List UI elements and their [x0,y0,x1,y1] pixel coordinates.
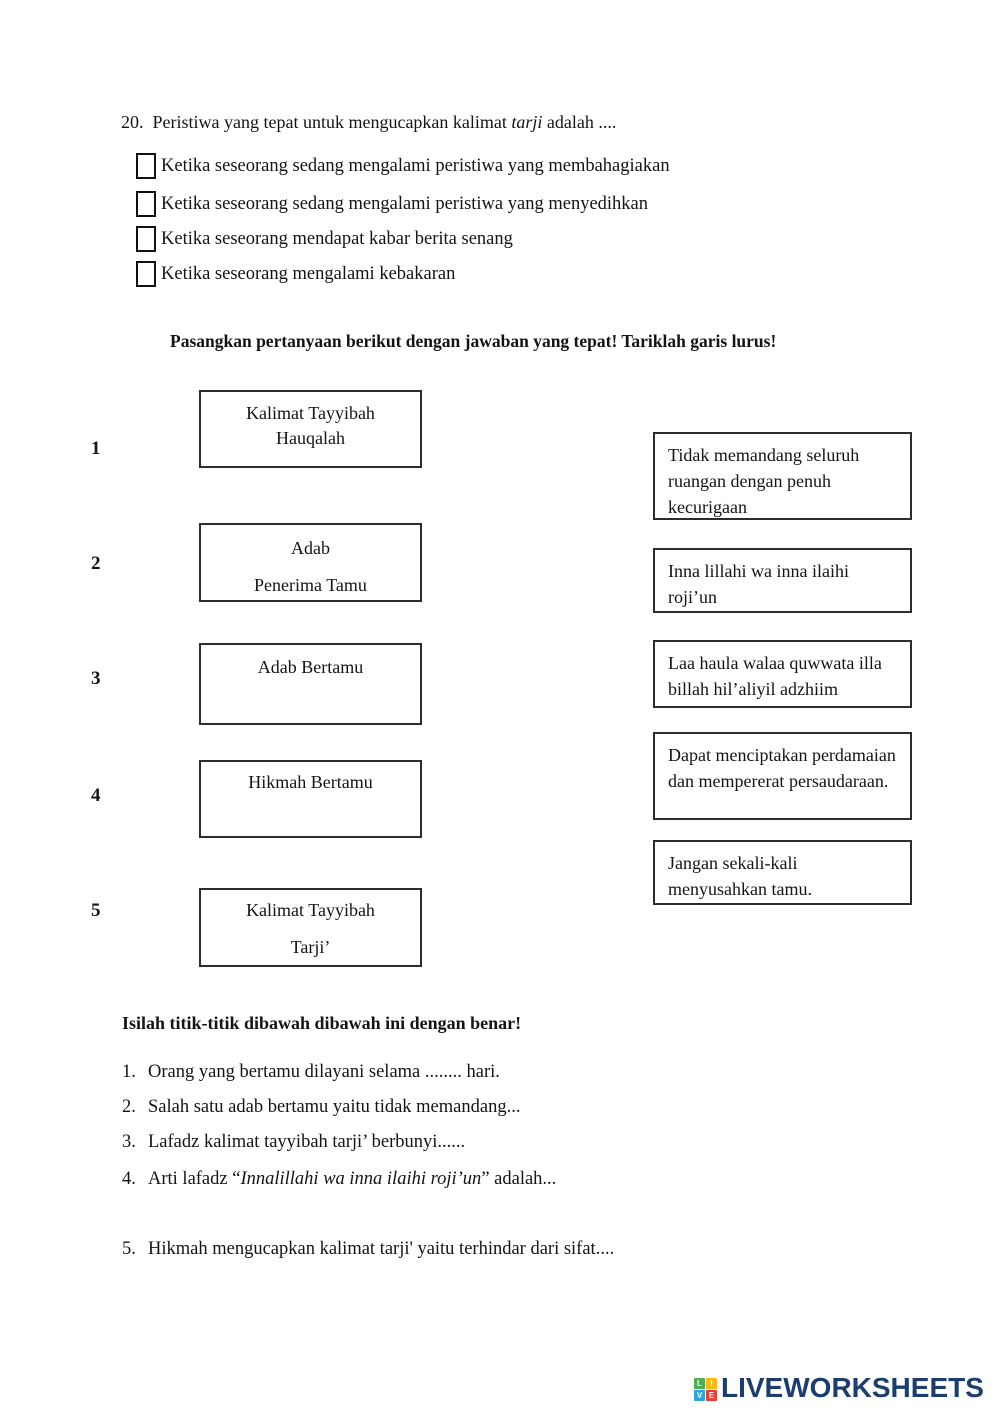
question-text-italic: tarji [511,112,543,132]
match-number-3: 3 [91,668,101,689]
match-right-box-text: Inna lillahi wa inna ilaihi roji’un [668,561,849,607]
answer-checkbox[interactable] [136,191,156,217]
match-right-box-2[interactable]: Inna lillahi wa inna ilaihi roji’un [653,548,912,613]
question-text-pre: Peristiwa yang tepat untuk mengucapkan k… [152,112,512,132]
match-number-4: 4 [91,785,101,806]
fill-in-heading: Isilah titik-titik dibawah dibawah ini d… [122,1013,522,1033]
fill-in-text-post: ” adalah... [481,1169,557,1189]
match-left-box-4[interactable]: Hikmah Bertamu [199,760,422,838]
fill-in-number: 2. [122,1097,136,1117]
fill-in-number: 5. [122,1239,136,1259]
match-left-box-text: Hauqalah [276,428,345,448]
fill-in-text: Salah satu adab bertamu yaitu tidak mema… [148,1097,521,1117]
fill-in-item-1: 1. Orang yang bertamu dilayani selama ...… [122,1062,500,1083]
match-right-box-3[interactable]: Laa haula walaa quwwata illa billah hil’… [653,640,912,708]
answer-checkbox[interactable] [136,226,156,252]
matching-instruction: Pasangkan pertanyaan berikut dengan jawa… [170,331,777,351]
fill-in-item-2: 2. Salah satu adab bertamu yaitu tidak me… [122,1097,520,1118]
match-left-box-text: Penerima Tamu [254,575,367,595]
option-label: Ketika seseorang sedang mengalami perist… [161,155,670,176]
answer-checkbox[interactable] [136,261,156,287]
match-left-box-text: Kalimat Tayyibah [246,900,375,920]
brand-text: LIVEWORKSHEETS [721,1372,984,1403]
fill-in-text: Orang yang bertamu dilayani selama .....… [148,1062,500,1082]
match-number-1: 1 [91,438,101,459]
match-left-box-2[interactable]: Adab Penerima Tamu [199,523,422,602]
question-20-title: 20. Peristiwa yang tepat untuk mengucapka… [121,112,616,133]
fill-in-text-pre: Arti lafadz “ [148,1169,241,1189]
match-right-box-text: Laa haula walaa quwwata illa billah hil’… [668,653,882,699]
fill-in-number: 3. [122,1132,136,1152]
answer-option-row: Ketika seseorang sedang mengalami perist… [136,190,648,218]
fill-in-number: 4. [122,1169,136,1189]
answer-option-row: Ketika seseorang mengalami kebakaran [136,260,455,288]
match-left-box-5[interactable]: Kalimat Tayyibah Tarji’ [199,888,422,967]
fill-in-text-italic: Innalillahi wa inna ilaihi roji’un [240,1169,482,1189]
liveworksheets-logo[interactable]: L I V E LIVEWORKSHEETS [694,1374,984,1402]
match-right-box-4[interactable]: Dapat menciptakan perdamaian dan mempere… [653,732,912,820]
match-left-box-3[interactable]: Adab Bertamu [199,643,422,725]
fill-in-text: Hikmah mengucapkan kalimat tarji' yaitu … [148,1239,615,1259]
match-right-box-text: Tidak memandang seluruh ruangan dengan p… [668,445,860,517]
logo-squares: L I V E [694,1378,717,1401]
fill-in-item-4: 4. Arti lafadz “Innalillahi wa inna ilaih… [122,1169,556,1190]
match-left-box-1[interactable]: Kalimat Tayyibah Hauqalah [199,390,422,468]
fill-in-text: Lafadz kalimat tayyibah tarji’ berbunyi.… [148,1132,466,1152]
option-label: Ketika seseorang sedang mengalami perist… [161,193,649,214]
match-left-box-text: Kalimat Tayyibah [246,403,375,423]
answer-option-row: Ketika seseorang sedang mengalami perist… [136,152,670,180]
match-left-box-text: Hikmah Bertamu [248,772,373,792]
answer-checkbox[interactable] [136,153,156,179]
fill-in-number: 1. [122,1062,136,1082]
match-right-box-text: Jangan sekali-kali menyusahkan tamu. [668,853,812,899]
match-right-box-1[interactable]: Tidak memandang seluruh ruangan dengan p… [653,432,912,520]
fill-in-item-3: 3. Lafadz kalimat tayyibah tarji’ berbuny… [122,1132,465,1153]
logo-square-v: V [694,1390,705,1401]
question-number: 20. [121,112,144,132]
match-left-box-text: Adab [291,538,330,558]
option-label: Ketika seseorang mengalami kebakaran [161,263,456,284]
match-right-box-5[interactable]: Jangan sekali-kali menyusahkan tamu. [653,840,912,905]
match-number-2: 2 [91,553,101,574]
logo-square-i: I [706,1378,717,1389]
logo-square-l: L [694,1378,705,1389]
match-number-5: 5 [91,900,101,921]
option-label: Ketika seseorang mendapat kabar berita s… [161,228,513,249]
match-left-box-text: Adab Bertamu [257,657,364,677]
match-right-box-text: Dapat menciptakan perdamaian dan mempere… [668,745,896,791]
match-left-box-text: Tarji’ [290,937,331,957]
answer-option-row: Ketika seseorang mendapat kabar berita s… [136,225,513,253]
question-text-post: adalah .... [542,112,617,132]
fill-in-item-5: 5. Hikmah mengucapkan kalimat tarji' yait… [122,1239,614,1260]
logo-square-e: E [706,1390,717,1401]
